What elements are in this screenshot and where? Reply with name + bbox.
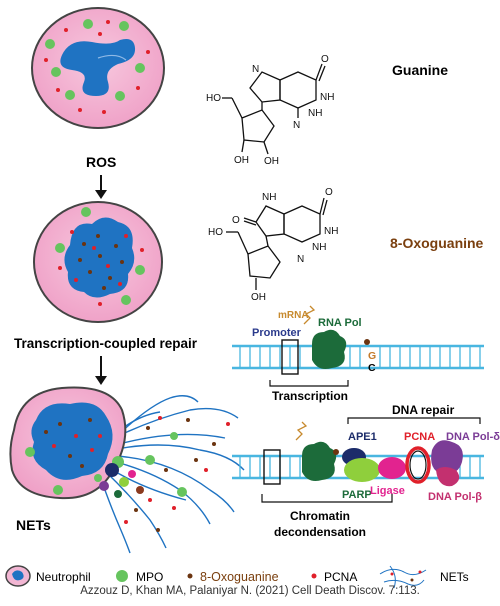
pol-beta-shape [436, 467, 460, 487]
ligase-label: Ligase [370, 485, 405, 497]
svg-text:HO: HO [208, 227, 223, 238]
legend-mpo-icon [116, 570, 128, 582]
svg-text:NH: NH [308, 108, 322, 119]
guanine-label: Guanine [392, 62, 448, 78]
legend-pcna-icon [311, 573, 317, 579]
legend-nets-label: NETs [440, 570, 469, 584]
legend-nets-icon [379, 565, 427, 589]
legend-pcna-label: PCNA [324, 570, 357, 584]
oxo-g-marker [364, 339, 370, 345]
dna-repair-bracket [347, 417, 481, 424]
citation: Azzouz D, Khan MA, Palaniyar N. (2021) C… [80, 585, 420, 597]
ape1-label: APE1 [348, 431, 377, 443]
legend: Neutrophil MPO 8-Oxoguanine PCNA NETs [5, 565, 469, 589]
svg-text:OH: OH [264, 156, 279, 167]
net-strands [99, 395, 245, 554]
pol-delta-label: DNA Pol-δ [446, 431, 500, 443]
svg-text:NH: NH [262, 192, 276, 203]
legend-neutrophil-label: Neutrophil [36, 570, 91, 584]
nucleus-decondensed [31, 402, 113, 480]
neutrophil-netosis [9, 386, 127, 500]
svg-text:OH: OH [234, 155, 249, 166]
legend-oxoguanine-label: 8-Oxoguanine [200, 570, 279, 584]
neutrophil-resting [31, 7, 165, 129]
mrna-label: mRNA [278, 310, 309, 321]
svg-text:OH: OH [251, 292, 266, 303]
svg-text:NH: NH [312, 242, 326, 253]
mrna-strand-repair [295, 421, 308, 441]
c-label: C [368, 362, 376, 374]
svg-text:O: O [321, 54, 329, 65]
promoter-box [281, 339, 299, 375]
svg-text:N: N [252, 64, 259, 75]
rna-pol-repair [302, 441, 337, 481]
parp-label: PARP [342, 489, 372, 501]
chromatin-label-2: decondensation [274, 525, 366, 539]
svg-text:O: O [232, 215, 240, 226]
oxo-marker-repair [333, 449, 339, 455]
svg-text:HO: HO [206, 93, 221, 104]
net-mpo-granules [145, 432, 187, 497]
oxoguanine-atoms: O NH N NH NH O HO OH [208, 187, 338, 303]
promoter-box-repair [263, 449, 281, 485]
nucleus-lobed [60, 39, 136, 96]
mrna-strand [303, 305, 316, 325]
pol-beta-label: DNA Pol-β [428, 491, 482, 503]
chromatin-bracket [261, 494, 393, 503]
mpo-granules-2 [55, 207, 145, 305]
svg-text:N: N [297, 254, 304, 265]
pcna-dots [44, 20, 150, 114]
g-label: G [368, 350, 376, 362]
oxoguanine-dots-2 [78, 234, 124, 290]
transcription-bracket [269, 380, 349, 387]
mpo-granules [45, 19, 145, 101]
legend-oxoguanine-icon [187, 573, 193, 579]
legend-neutrophil-icon [5, 565, 31, 587]
promoter-label: Promoter [252, 327, 302, 339]
rna-pol-shape [312, 329, 347, 369]
guanine-atoms: O NH N NH N HO OH OH [206, 54, 334, 167]
svg-text:NH: NH [320, 92, 334, 103]
svg-text:NH: NH [324, 226, 338, 237]
net-proteins [94, 463, 144, 498]
dna-repair-label: DNA repair [392, 403, 455, 417]
neutrophil-activated [33, 201, 163, 323]
legend-mpo-label: MPO [136, 570, 163, 584]
arrow-down-1 [95, 175, 107, 199]
nets-label: NETs [16, 517, 51, 533]
transcription-label: Transcription [272, 389, 348, 403]
pcna-ring-inner [409, 450, 427, 480]
svg-text:N: N [293, 120, 300, 131]
net-oxo-dots [134, 418, 216, 532]
arrow-down-2 [95, 356, 107, 385]
chromatin-label-1: Chromatin [290, 509, 350, 523]
guanine-structure [222, 63, 326, 155]
pcna-dots-2 [58, 230, 144, 306]
ligase-shape [378, 457, 406, 479]
parp-shape [344, 458, 380, 482]
ros-label: ROS [86, 154, 116, 170]
svg-text:O: O [325, 187, 333, 198]
tcr-label: Transcription-coupled repair [14, 336, 198, 351]
oxoguanine-label: 8-Oxoguanine [390, 235, 484, 251]
net-pcna-dots [124, 416, 230, 524]
dna-helix-transcription [232, 344, 484, 370]
dna-cloud-dots [44, 418, 102, 468]
rna-pol-label: RNA Pol [318, 317, 362, 329]
pcna-ring [405, 446, 431, 484]
pol-delta-shape [431, 440, 463, 475]
oxoguanine-structure [226, 197, 328, 290]
pcna-label: PCNA [404, 431, 435, 443]
